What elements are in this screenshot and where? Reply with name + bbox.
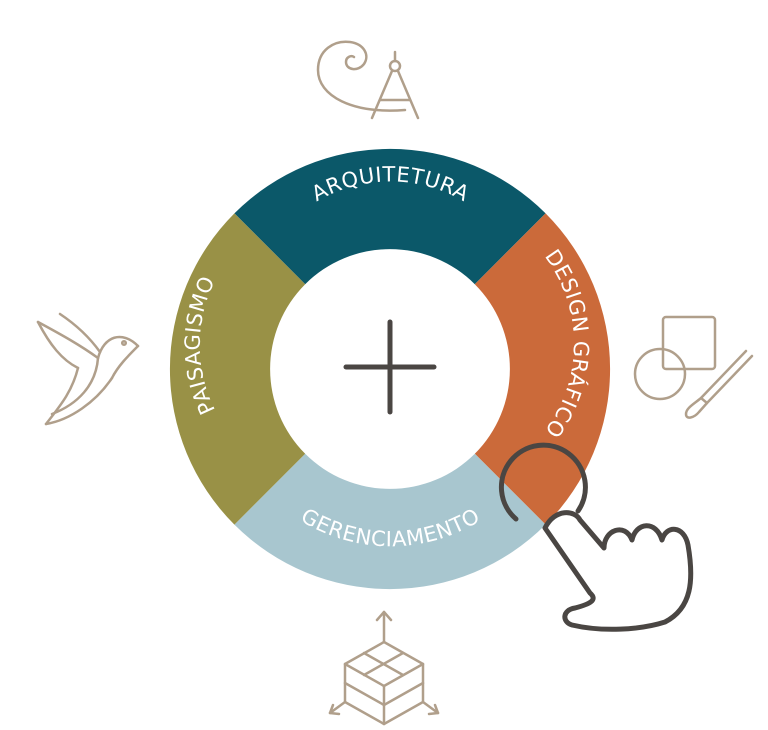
plus-icon[interactable]	[343, 319, 437, 415]
segment-paisagismo[interactable]	[169, 213, 306, 525]
pointing-hand-icon	[498, 442, 694, 632]
segment-gerenciamento[interactable]	[234, 453, 546, 590]
segment-arquitetura[interactable]	[234, 148, 546, 285]
cube-arrows-icon	[328, 610, 440, 726]
segment-design-grafico[interactable]	[474, 213, 611, 525]
shapes-paintbrush-icon	[633, 315, 754, 419]
golden-spiral-compass-icon	[316, 40, 420, 120]
hummingbird-icon	[36, 312, 140, 426]
